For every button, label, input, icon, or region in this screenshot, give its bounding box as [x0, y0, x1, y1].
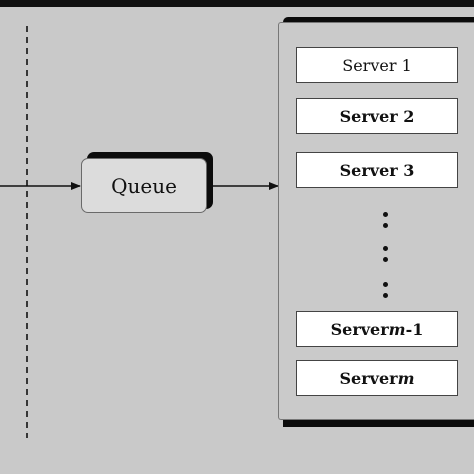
queue-label: Queue: [111, 173, 177, 198]
server-box-3: Server 3: [296, 152, 458, 188]
server-label: Server: [330, 319, 389, 339]
server-variable: m: [388, 319, 406, 339]
ellipsis-dot: [383, 282, 388, 287]
server-label: Server 1: [342, 55, 412, 75]
ellipsis-dot: [383, 293, 388, 298]
ellipsis-dot: [383, 257, 388, 262]
queue-box: Queue: [81, 158, 207, 213]
server-label: Server 3: [339, 160, 415, 180]
ellipsis-dot: [383, 246, 388, 251]
server-box-m-minus-1: Server m-1: [296, 311, 458, 347]
server-pool: [278, 22, 474, 420]
server-label: Server: [339, 368, 398, 388]
server-box-2: Server 2: [296, 98, 458, 134]
ellipsis-dot: [383, 223, 388, 228]
top-border: [0, 0, 474, 7]
server-box-1: Server 1: [296, 47, 458, 83]
server-box-m: Server m: [296, 360, 458, 396]
server-suffix: -1: [405, 319, 424, 339]
server-variable: m: [397, 368, 415, 388]
server-label: Server 2: [339, 106, 415, 126]
ellipsis-vertical-icon: [383, 212, 388, 217]
